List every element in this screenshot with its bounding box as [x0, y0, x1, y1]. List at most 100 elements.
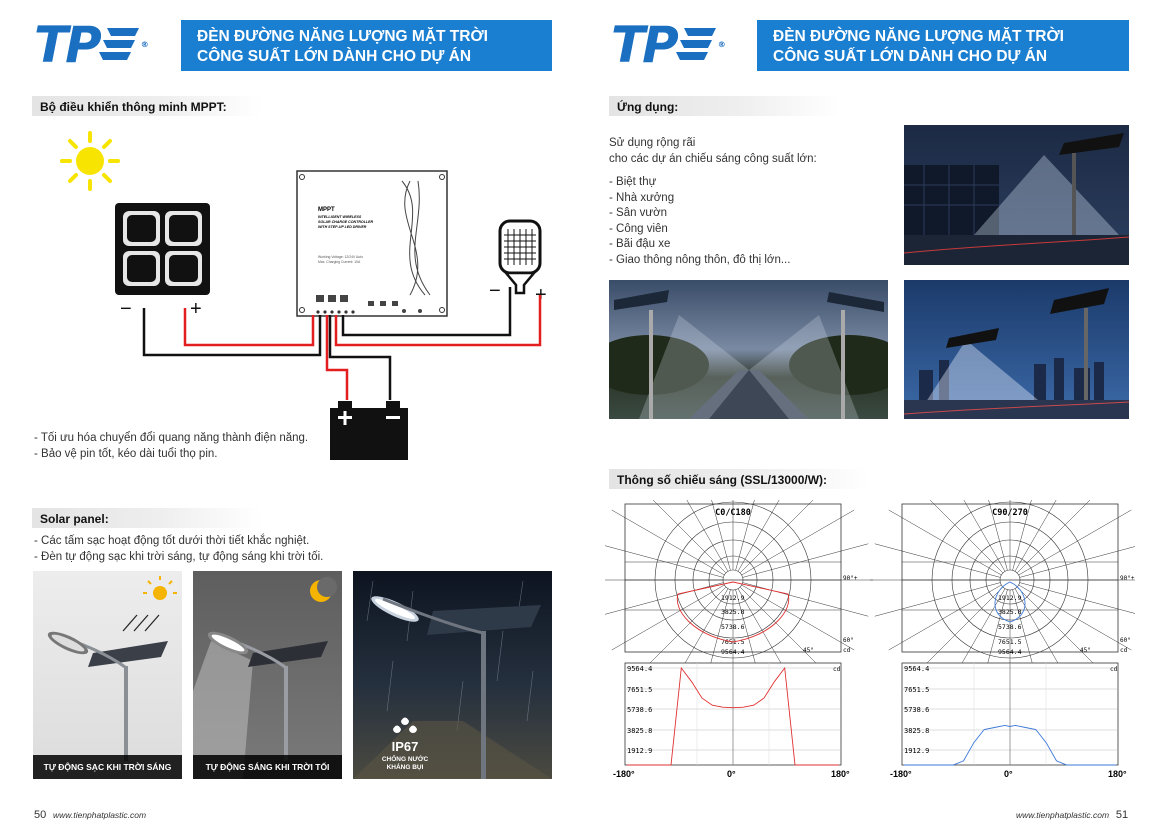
- ip67-line1: CHỐNG NƯỚC: [382, 753, 429, 763]
- polar-spoke: [611, 584, 725, 651]
- banner-line1: ĐÈN ĐƯỜNG NĂNG LƯỢNG MẶT TRỜI: [773, 28, 1064, 45]
- led-lamp-icon: [498, 219, 542, 295]
- polar-spoke: [1018, 584, 1132, 651]
- photo-daylight-charging: TỰ ĐỘNG SẠC KHI TRỜI SÁNG: [33, 571, 182, 779]
- linear-y-tick: 1912.9: [904, 747, 929, 755]
- polar-spoke: [742, 582, 869, 617]
- footer-url-right[interactable]: www.tienphatplastic.com: [1016, 810, 1110, 820]
- footer-url-left[interactable]: www.tienphatplastic.com: [53, 810, 147, 820]
- polar-spoke: [929, 500, 1004, 574]
- polar-radial-label: 5738.6: [998, 623, 1022, 631]
- linear-y-tick: 7651.5: [627, 686, 652, 694]
- factory-illustration: [904, 133, 1129, 265]
- mppt-controller-icon: MPPT INTELLIGENT WIRELESS SOLAR CHARGE C…: [296, 170, 448, 317]
- night-lamp-illustration: [193, 577, 337, 779]
- solar-bullet-2: - Đèn tự động sạc khi trời sáng, tự động…: [34, 550, 324, 563]
- polar-spoke: [737, 500, 780, 572]
- polar-spoke: [874, 543, 1001, 578]
- sun-icon: [60, 131, 120, 191]
- polar-distribution-curve: [994, 581, 1026, 623]
- mppt-bullet-2: - Bảo vệ pin tốt, kéo dài tuổi thọ pin.: [34, 447, 218, 460]
- application-item: - Giao thông nông thôn, đô thị lớn...: [609, 253, 791, 266]
- polar-angle-label: 60°: [843, 637, 854, 644]
- application-item: - Biệt thự: [609, 176, 657, 188]
- linear-x-tick: 0°: [1004, 769, 1013, 779]
- svg-text:Max. Charging Current: 10A: Max. Charging Current: 10A: [318, 260, 361, 264]
- polar-distribution-curve: [676, 581, 790, 643]
- linear-y-tick: 7651.5: [904, 686, 929, 694]
- tp-logo-left: TP®: [34, 16, 149, 74]
- mppt-diagram: − + MPPT INTELLIGENT WIRELESS SOLAR CHAR…: [60, 131, 547, 460]
- page-number-left: 50: [34, 809, 47, 821]
- tp-logo-right: TP®: [611, 16, 726, 74]
- linear-y-tick: 9564.4: [627, 665, 652, 673]
- svg-text:INTELLIGENT WIRELESS: INTELLIGENT WIRELESS: [318, 215, 362, 219]
- linear-y-tick: 3825.8: [904, 727, 929, 735]
- polar-spoke: [611, 509, 725, 576]
- linear-y-tick: 1912.9: [627, 747, 652, 755]
- polar-spoke: [1012, 500, 1032, 571]
- linear-y-tick: 9564.4: [904, 665, 929, 673]
- polar-angle-label: 45°: [803, 647, 814, 654]
- application-item: - Nhà xưởng: [609, 191, 675, 204]
- photo-ip67-rain: IP67 CHỐNG NƯỚC KHÁNG BỤI: [353, 571, 552, 779]
- solar-panel-icon: [115, 203, 210, 295]
- polar-spoke: [686, 500, 729, 572]
- panel-plus-sign: +: [190, 298, 202, 320]
- linear-y-tick: 3825.8: [627, 727, 652, 735]
- polar-spoke: [988, 500, 1008, 571]
- logo-e-mark-icon: [675, 28, 716, 60]
- linear-x-tick: 180°: [1108, 769, 1127, 779]
- logo-e-mark-icon: [98, 28, 139, 60]
- polar-radial-label: 1912.9: [998, 594, 1022, 602]
- polar-spoke: [652, 500, 727, 574]
- svg-text:Working Voltage: 12/24V Auto: Working Voltage: 12/24V Auto: [318, 255, 363, 259]
- polar-spoke: [741, 584, 855, 651]
- polar-angle-label: 90°+: [1120, 575, 1135, 582]
- polar-spoke: [741, 509, 855, 576]
- polar-radial-label: 9564.4: [721, 648, 745, 656]
- polar-radial-label: 7651.5: [998, 638, 1022, 646]
- photo-city-skyline: [904, 280, 1129, 419]
- polar-spoke: [742, 543, 869, 578]
- lamp-minus-sign: −: [489, 280, 501, 302]
- polar-angle-label: 90°+: [843, 575, 858, 582]
- polar-angle-label: 45°: [1080, 647, 1091, 654]
- polar-unit-label: cd: [843, 647, 851, 654]
- photo-label-daylight: TỰ ĐỘNG SẠC KHI TRỜI SÁNG: [33, 755, 182, 779]
- polar-spoke: [963, 500, 1006, 572]
- polar-radial-label: 3825.8: [998, 608, 1022, 616]
- polar-radial-label: 5738.6: [721, 623, 745, 631]
- ip67-line2: KHÁNG BỤI: [387, 762, 424, 771]
- polar-radial-label: 3825.8: [721, 608, 745, 616]
- solar-bullets: - Các tấm sạc hoạt động tốt dưới thời ti…: [34, 534, 534, 565]
- svg-text:SOLAR CHARGE CONTROLLER: SOLAR CHARGE CONTROLLER: [318, 220, 374, 224]
- daylight-lamp-illustration: [47, 576, 177, 761]
- road-illustration: [609, 290, 888, 419]
- polar-spoke: [1014, 500, 1057, 572]
- application-intro-1: Sử dụng rộng rãi: [609, 137, 696, 149]
- linear-intensity-curve: [627, 666, 839, 766]
- application-item: - Bãi đậu xe: [609, 238, 671, 250]
- water-drops-icon: [393, 717, 417, 733]
- polar-spoke: [739, 500, 814, 574]
- polar-spoke: [888, 584, 1002, 651]
- linear-x-tick: 180°: [831, 769, 850, 779]
- footer-right: www.tienphatplastic.com 51: [1012, 809, 1128, 821]
- mppt-bullets: - Tối ưu hóa chuyển đổi quang năng thành…: [34, 431, 354, 462]
- banner-line1: ĐÈN ĐƯỜNG NĂNG LƯỢNG MẶT TRỜI: [197, 28, 488, 45]
- polar-spoke: [1019, 546, 1135, 578]
- polar-radial-label: 1912.9: [721, 594, 745, 602]
- linear-x-tick: -180°: [613, 769, 635, 779]
- city-illustration: [904, 288, 1129, 419]
- ip67-label: IP67: [392, 739, 419, 754]
- polar-spoke: [1018, 509, 1132, 576]
- mppt-section-title: Bộ điều khiển thông minh MPPT:: [32, 96, 262, 116]
- svg-text:MPPT: MPPT: [318, 207, 335, 213]
- rain-lamp-illustration: IP67 CHỐNG NƯỚC KHÁNG BỤI: [353, 580, 552, 779]
- mppt-bullet-1: - Tối ưu hóa chuyển đổi quang năng thành…: [34, 432, 309, 444]
- photo-label-auto-light: TỰ ĐỘNG SÁNG KHI TRỜI TỐI: [193, 755, 342, 779]
- polar-spoke: [1019, 582, 1135, 614]
- polar-spoke: [888, 509, 1002, 576]
- photo-factory-night: [904, 125, 1129, 265]
